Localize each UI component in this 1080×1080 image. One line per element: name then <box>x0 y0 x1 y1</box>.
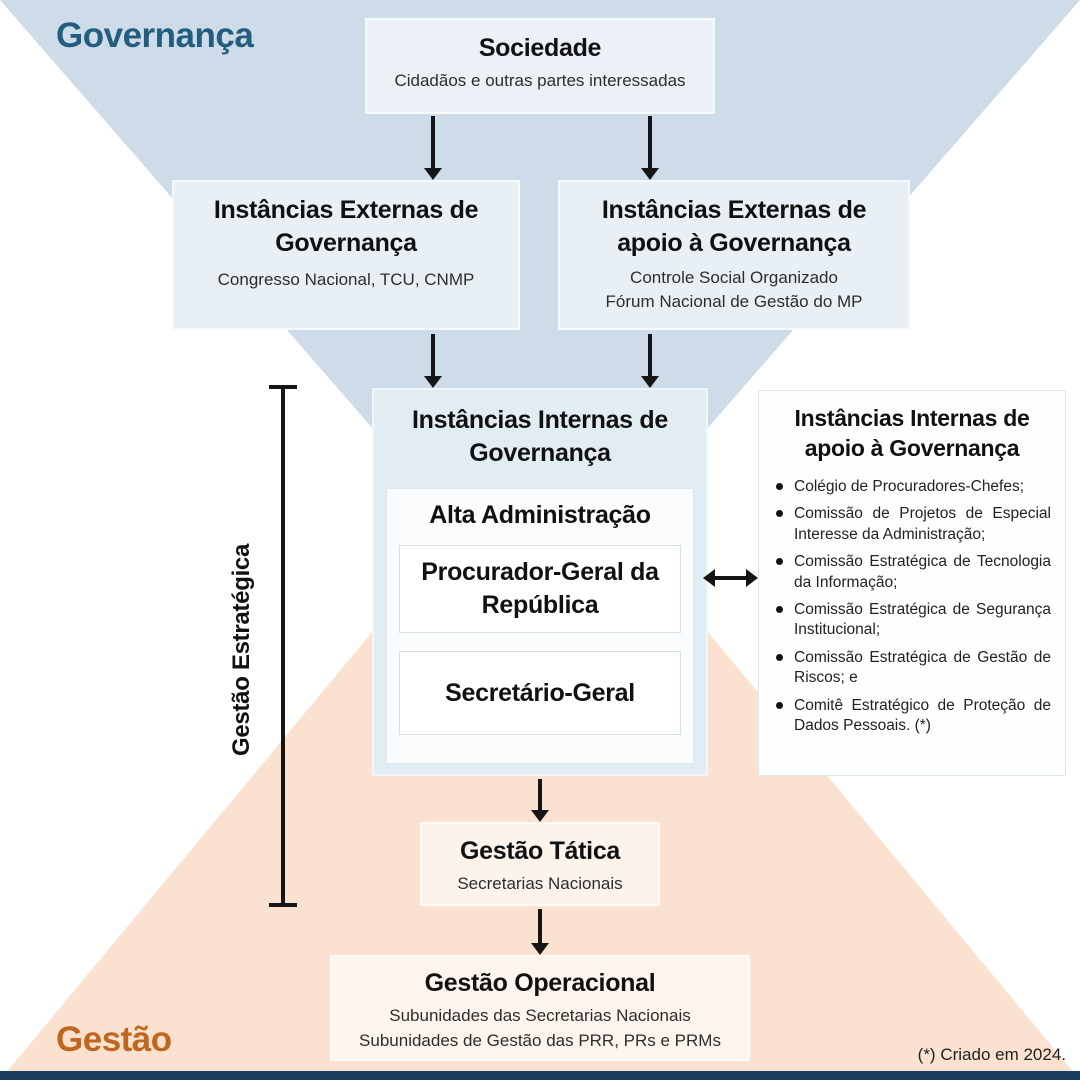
list-item: Comissão Estratégica de Segurança Instit… <box>773 600 1051 641</box>
gestao-estrategica-bracket-line <box>281 387 285 907</box>
alta-administracao-box: Alta Administração Procurador-Geral da R… <box>386 488 694 764</box>
gestao-tatica-title: Gestão Tática <box>459 837 621 865</box>
externas-apoio-box: Instâncias Externas de apoio à Governanç… <box>558 180 910 330</box>
bracket-cap-bottom <box>269 903 297 907</box>
internas-apoio-title: Instâncias Internas de apoio à Governanç… <box>773 403 1051 464</box>
arrow-internas-to-tatica <box>531 779 549 822</box>
gestao-estrategica-label: Gestão Estratégica <box>228 543 255 757</box>
list-item: Comissão Estratégica de Gestão de Riscos… <box>773 648 1051 689</box>
externas-apoio-subtitle: Controle Social Organizado Fórum Naciona… <box>560 266 908 314</box>
gestao-tatica-subtitle: Secretarias Nacionais <box>457 874 623 893</box>
bottom-bar <box>0 1071 1080 1080</box>
title-line: Procurador-Geral da <box>421 558 659 586</box>
subtitle-line: Subunidades das Secretarias Nacionais <box>389 1006 691 1025</box>
arrow-externas-governanca-to-internas <box>424 334 442 388</box>
list-item: Comissão de Projetos de Especial Interes… <box>773 504 1051 545</box>
arrow-tatica-to-operacional <box>531 909 549 955</box>
alta-administracao-title: Alta Administração <box>429 501 651 529</box>
title-line: Instâncias Externas de <box>213 196 479 224</box>
title-line: Governança <box>469 439 611 467</box>
title-line: Instâncias Externas de <box>601 196 867 224</box>
secretario-geral-box: Secretário-Geral <box>399 651 681 735</box>
externas-governanca-box: Instâncias Externas de Governança Congre… <box>172 180 520 330</box>
internas-governanca-box: Instâncias Internas de Governança Alta A… <box>372 388 708 776</box>
externas-apoio-title: Instâncias Externas de apoio à Governanç… <box>560 194 908 260</box>
sociedade-box: Sociedade Cidadãos e outras partes inter… <box>365 18 715 114</box>
arrow-externas-apoio-to-internas <box>641 334 659 388</box>
arrow-sociedade-to-externas-apoio <box>641 116 659 180</box>
internas-apoio-box: Instâncias Internas de apoio à Governanç… <box>758 390 1066 776</box>
arrow-sociedade-to-externas-governanca <box>424 116 442 180</box>
title-line: apoio à Governança <box>617 229 851 257</box>
title-line: República <box>481 591 599 619</box>
sociedade-subtitle: Cidadãos e outras partes interessadas <box>394 71 686 90</box>
title-line: Instâncias Internas de <box>794 405 1030 431</box>
gestao-label: Gestão <box>56 1020 172 1059</box>
footnote: (*) Criado em 2024. <box>917 1045 1066 1064</box>
title-line: apoio à Governança <box>804 435 1020 462</box>
sociedade-title: Sociedade <box>478 34 602 62</box>
secretario-geral-title: Secretário-Geral <box>445 678 635 707</box>
procurador-geral-title: Procurador-Geral da República <box>421 556 659 622</box>
externas-governanca-title: Instâncias Externas de Governança <box>174 194 518 260</box>
governanca-label: Governança <box>56 16 254 55</box>
list-item: Colégio de Procuradores-Chefes; <box>773 477 1051 497</box>
arrow-internas-bidirectional <box>703 569 758 587</box>
bracket-cap-top <box>269 385 297 389</box>
title-line: Instâncias Internas de <box>412 406 668 434</box>
subtitle-line: Subunidades de Gestão das PRR, PRs e PRM… <box>359 1030 721 1050</box>
arrow-right-head <box>746 569 758 587</box>
internas-governanca-title: Instâncias Internas de Governança <box>374 404 706 470</box>
gestao-tatica-box: Gestão Tática Secretarias Nacionais <box>420 822 660 906</box>
gestao-operacional-title: Gestão Operacional <box>424 969 656 997</box>
gestao-operacional-box: Gestão Operacional Subunidades das Secre… <box>330 955 750 1061</box>
internas-apoio-list: Colégio de Procuradores-Chefes; Comissão… <box>773 477 1051 737</box>
gestao-operacional-subtitle: Subunidades das Secretarias Nacionais Su… <box>332 1004 748 1053</box>
subtitle-line: Fórum Nacional de Gestão do MP <box>605 291 863 311</box>
list-item: Comitê Estratégico de Proteção de Dados … <box>773 696 1051 737</box>
list-item: Comissão Estratégica de Tecnologia da In… <box>773 552 1051 593</box>
procurador-geral-box: Procurador-Geral da República <box>399 545 681 633</box>
subtitle-line: Controle Social Organizado <box>630 268 838 287</box>
externas-governanca-subtitle: Congresso Nacional, TCU, CNMP <box>217 270 475 289</box>
title-line: Governança <box>275 229 417 257</box>
